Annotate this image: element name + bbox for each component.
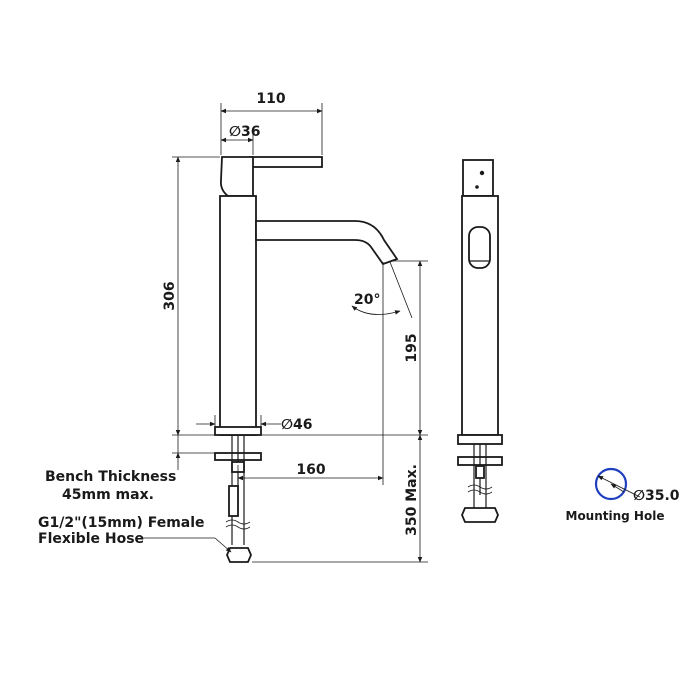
spout bbox=[255, 220, 399, 266]
bench-thickness-callout: Bench Thickness 45mm max. bbox=[45, 435, 215, 503]
hose-label-line1: G1/2"(15mm) Female bbox=[38, 515, 205, 531]
hose-label-line2: Flexible Hose bbox=[38, 531, 144, 547]
dim-spout-projection: 160 bbox=[237, 325, 384, 485]
tap-body bbox=[219, 195, 257, 436]
hose-fitting bbox=[226, 547, 252, 563]
dim-306-label: 306 bbox=[162, 281, 178, 310]
side-aerator bbox=[468, 226, 491, 269]
front-view bbox=[214, 156, 399, 563]
dim-350-label: 350 Max. bbox=[404, 464, 420, 536]
dim-110-label: 110 bbox=[256, 91, 285, 107]
mounting-hole: ∅35.0 Mounting Hole bbox=[566, 467, 680, 523]
side-handle bbox=[462, 159, 494, 197]
dim-height: 306 bbox=[162, 156, 220, 436]
dim-hose-length: 350 Max. bbox=[252, 434, 428, 563]
handle-body bbox=[219, 156, 254, 197]
dim-spout-reach: 110 bbox=[220, 91, 323, 155]
side-tap-body bbox=[461, 195, 499, 436]
dim-spout-height: 195 bbox=[262, 260, 428, 436]
dim-spout-angle: 20° bbox=[351, 261, 413, 325]
side-hose-fitting bbox=[461, 507, 499, 523]
mounting-hole-circle bbox=[594, 467, 628, 501]
dim-36-label: ∅36 bbox=[229, 124, 260, 140]
mounting-hole-label: Mounting Hole bbox=[566, 509, 665, 523]
dim-base-diameter: ∅46 bbox=[196, 415, 312, 433]
side-view bbox=[457, 159, 503, 523]
base-flange bbox=[214, 426, 262, 436]
dim-195-label: 195 bbox=[404, 333, 420, 362]
side-handle-screw bbox=[479, 170, 485, 176]
dim-lever-diameter: ∅36 bbox=[220, 124, 260, 155]
handle-lever bbox=[249, 156, 323, 168]
side-base-flange bbox=[457, 434, 503, 445]
hose-callout: G1/2"(15mm) Female Flexible Hose bbox=[38, 515, 232, 553]
dim-160-label: 160 bbox=[296, 462, 325, 478]
dim-20-label: 20° bbox=[354, 292, 380, 308]
mounting-diameter-label: ∅35.0 bbox=[633, 488, 680, 504]
bench-label-line2: 45mm max. bbox=[62, 487, 154, 503]
dim-46-label: ∅46 bbox=[281, 417, 312, 433]
bench-label-line1: Bench Thickness bbox=[45, 469, 176, 485]
